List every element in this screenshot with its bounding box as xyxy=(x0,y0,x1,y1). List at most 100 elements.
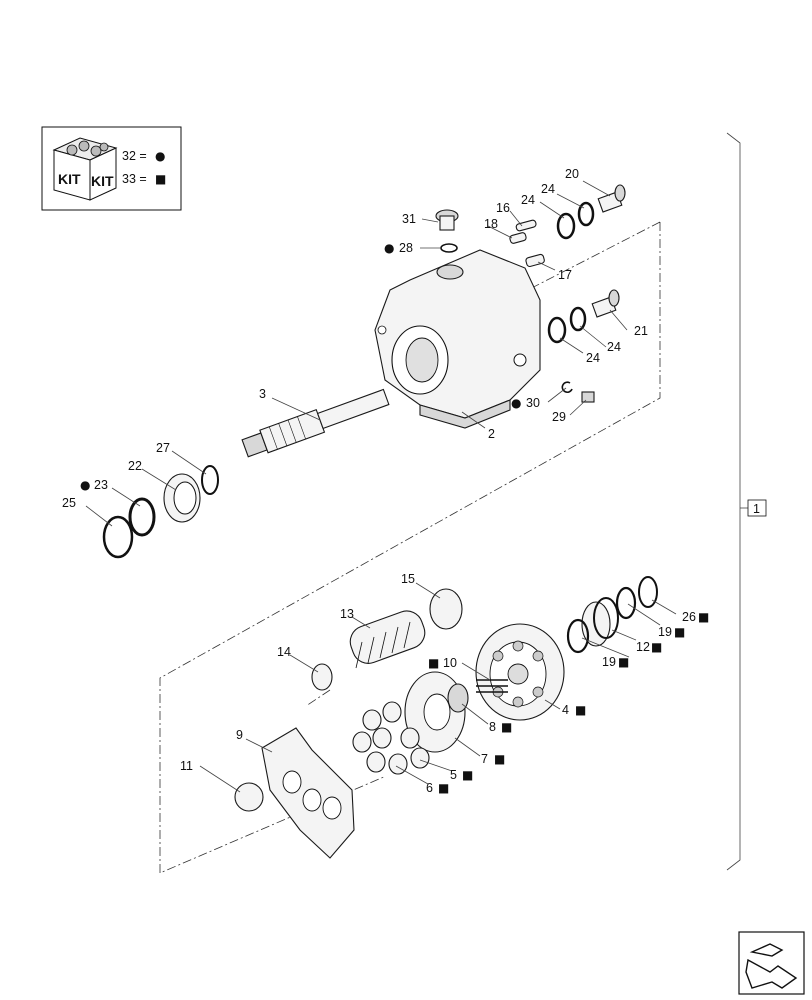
drive-shaft xyxy=(241,388,390,458)
port-plate-9 xyxy=(261,727,355,859)
svg-text:21: 21 xyxy=(634,324,648,338)
svg-text:25: 25 xyxy=(62,496,76,510)
callout-22: 22 xyxy=(128,459,142,473)
callout-25: 25 xyxy=(62,496,76,510)
callout-12: 12■ xyxy=(636,640,662,654)
svg-text:4: 4 xyxy=(562,703,569,717)
callout-11: 11 xyxy=(180,759,193,773)
washer-19-b xyxy=(615,586,637,620)
svg-text:■: ■ xyxy=(428,656,439,670)
group-bracket: 1 xyxy=(726,132,767,871)
callout-14: 14 xyxy=(277,645,291,659)
svg-text:26: 26 xyxy=(682,610,696,624)
pin-18 xyxy=(509,232,527,244)
callout-31: 31 xyxy=(402,212,416,226)
callout-20: 20 xyxy=(565,167,579,181)
callout-3: 3 xyxy=(259,387,266,401)
legend-row-32: 32 = xyxy=(122,149,147,163)
circlip-26 xyxy=(638,576,658,608)
callout-19a: 19■ xyxy=(602,655,629,669)
leader-lines xyxy=(85,180,677,793)
svg-text:■: ■ xyxy=(501,720,512,734)
callout-19b: 19■ xyxy=(658,625,685,639)
svg-text:●: ● xyxy=(80,478,90,492)
spring-seat-15 xyxy=(429,588,463,630)
callout-6: 6■ xyxy=(426,781,449,795)
svg-text:■: ■ xyxy=(438,781,449,795)
bearing-22 xyxy=(163,473,201,523)
svg-text:15: 15 xyxy=(401,572,415,586)
washer-24-a xyxy=(556,212,576,240)
svg-text:●: ● xyxy=(384,241,394,255)
svg-text:16: 16 xyxy=(496,201,510,215)
callout-17: 17 xyxy=(558,268,572,282)
callout-24d: 24 xyxy=(607,340,621,354)
kit-legend: KIT KIT 32 = ● 33 = ■ xyxy=(41,126,182,211)
svg-text:10: 10 xyxy=(443,656,457,670)
svg-text:24: 24 xyxy=(586,351,600,365)
callout-16: 16 xyxy=(496,201,510,215)
callout-10: ■ 10 xyxy=(428,656,457,670)
callout-9: 9 xyxy=(236,728,243,742)
plug-31 xyxy=(435,209,459,231)
circlip-25 xyxy=(102,515,134,559)
callout-4: 4■ xyxy=(562,703,586,717)
svg-text:12: 12 xyxy=(636,640,650,654)
callout-5: 5■ xyxy=(450,768,473,782)
callout-29: 29 xyxy=(552,410,566,424)
svg-text:31: 31 xyxy=(402,212,416,226)
svg-text:6: 6 xyxy=(426,781,433,795)
svg-text:9: 9 xyxy=(236,728,243,742)
pump-housing xyxy=(374,249,541,429)
svg-text:8: 8 xyxy=(489,720,496,734)
callout-13: 13 xyxy=(340,607,354,621)
svg-text:●: ● xyxy=(511,396,521,410)
ball-guide-8 xyxy=(447,683,469,713)
pin-16 xyxy=(515,219,537,232)
svg-text:24: 24 xyxy=(607,340,621,354)
callout-27: 27 xyxy=(156,441,170,455)
callout-28: ●28 xyxy=(384,241,413,255)
callout-8: 8■ xyxy=(489,720,512,734)
svg-text:2: 2 xyxy=(488,427,495,441)
callout-23: ● 23 xyxy=(80,478,108,492)
kit-label-right: KIT xyxy=(91,173,114,189)
callout-24c: 24 xyxy=(586,351,600,365)
svg-text:5: 5 xyxy=(450,768,457,782)
next-page-arrow-icon[interactable] xyxy=(738,931,805,995)
svg-text:18: 18 xyxy=(484,217,498,231)
svg-text:3: 3 xyxy=(259,387,266,401)
washer-19-a xyxy=(566,618,590,654)
legend-square-symbol: ■ xyxy=(155,172,166,186)
pin-17 xyxy=(525,253,545,268)
washer-24-c xyxy=(547,316,567,344)
svg-text:14: 14 xyxy=(277,645,291,659)
svg-text:20: 20 xyxy=(565,167,579,181)
pin-10 xyxy=(476,679,508,693)
svg-text:13: 13 xyxy=(340,607,354,621)
svg-text:■: ■ xyxy=(494,752,505,766)
svg-text:30: 30 xyxy=(526,396,540,410)
callout-2: 2 xyxy=(488,427,495,441)
svg-text:23: 23 xyxy=(94,478,108,492)
plug-29 xyxy=(581,391,595,403)
callout-30: ● 30 xyxy=(511,396,540,410)
svg-text:19: 19 xyxy=(658,625,672,639)
clip-30 xyxy=(561,381,573,393)
callout-24b: 24 xyxy=(541,182,555,196)
assembly-outline xyxy=(159,221,661,874)
callout-18: 18 xyxy=(484,217,498,231)
svg-text:■: ■ xyxy=(698,610,709,624)
svg-text:17: 17 xyxy=(558,268,572,282)
callout-7: 7■ xyxy=(481,752,505,766)
svg-text:■: ■ xyxy=(462,768,473,782)
callout-21: 21 xyxy=(634,324,648,338)
circlip-27 xyxy=(201,465,219,495)
washer-24-b xyxy=(577,201,595,227)
svg-text:24: 24 xyxy=(541,182,555,196)
svg-text:7: 7 xyxy=(481,752,488,766)
svg-text:■: ■ xyxy=(575,703,586,717)
svg-text:27: 27 xyxy=(156,441,170,455)
